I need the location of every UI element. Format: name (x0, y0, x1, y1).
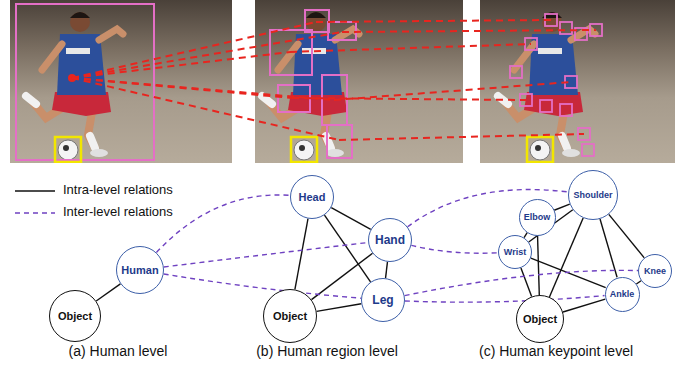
photo-rect (480, 0, 675, 163)
inter-level-relation (411, 245, 498, 253)
inter-level-relation (164, 274, 361, 298)
legend-text: Inter-level relations (63, 205, 173, 219)
node-label: Ankle (610, 290, 635, 299)
intra-level-relation (636, 281, 641, 284)
node-label: Elbow (524, 213, 551, 222)
photo-panel-region (255, 0, 463, 163)
body-part-node: Knee (638, 254, 672, 288)
inter-level-relation (156, 195, 290, 253)
body-part-node: Hand (368, 218, 412, 262)
node-label: Object (58, 311, 92, 322)
photo-line (72, 78, 334, 100)
intra-level-relation (549, 218, 583, 297)
node-label: Object (523, 314, 557, 325)
body-part-node: Wrist (498, 235, 532, 269)
intra-level-relation (563, 299, 605, 312)
body-part-node: Head (290, 175, 334, 219)
photo-rect (582, 144, 594, 156)
photo-rect (291, 137, 317, 162)
body-part-node: Human (116, 246, 164, 294)
photo-rect (560, 22, 572, 34)
level-caption: (b) Human region level (256, 344, 398, 359)
photo-rect (510, 66, 522, 78)
photo-line (292, 98, 526, 100)
photo-rect (255, 0, 463, 163)
node-label: Hand (375, 234, 405, 246)
inter-level-relation (405, 296, 605, 303)
inter-level-relation (405, 270, 638, 295)
intra-level-relation (96, 284, 120, 301)
correspondence-lines (72, 20, 596, 140)
body-part-node: Shoulder (568, 170, 618, 220)
intra-level-relation (331, 208, 370, 230)
photo-rect (560, 104, 572, 116)
intra-level-relation (317, 304, 362, 312)
photo-line (72, 78, 339, 140)
photo-rect (55, 137, 81, 162)
node-label: Shoulder (573, 191, 612, 200)
object-node: Object (516, 295, 564, 343)
node-label: Object (273, 311, 307, 322)
legend-samples (15, 191, 55, 213)
photo-line (334, 82, 571, 100)
intra-level-relation (521, 268, 532, 297)
intra-level-relation (295, 219, 308, 290)
photo-line (72, 22, 316, 78)
body-part-node: Ankle (605, 277, 640, 312)
photo-line (316, 20, 551, 22)
body-part-node: Elbow (519, 199, 556, 236)
photo-rect (327, 125, 352, 158)
photo-line (290, 44, 531, 52)
level-caption: (a) Human level (69, 344, 168, 359)
intra-level-relation (554, 204, 570, 210)
photo-panel-keypoint (480, 0, 675, 163)
node-label: Knee (644, 267, 666, 276)
photo-line (339, 134, 584, 140)
photo-rect (527, 137, 553, 162)
node-label: Human (121, 265, 158, 276)
intra-level-relation (524, 233, 527, 238)
node-label: Wrist (504, 248, 526, 257)
photo-line (72, 52, 290, 78)
node-label: Leg (372, 294, 393, 306)
intra-level-relation (609, 214, 644, 257)
photo-line (15, 190, 55, 191)
object-node: Object (49, 290, 101, 342)
photo-rect (540, 100, 552, 112)
photo-line (72, 32, 342, 78)
body-part-node: Leg (361, 278, 405, 322)
intra-level-relation (600, 219, 617, 277)
node-label: Head (299, 192, 326, 203)
photo-line (15, 212, 55, 213)
intra-level-relation (386, 262, 388, 278)
legend-text: Intra-level relations (63, 183, 173, 197)
photo-line (342, 30, 596, 32)
object-node: Object (263, 289, 317, 343)
inter-level-relation (164, 243, 368, 268)
level-caption: (c) Human keypoint level (479, 344, 633, 359)
intra-level-relation (538, 235, 540, 295)
